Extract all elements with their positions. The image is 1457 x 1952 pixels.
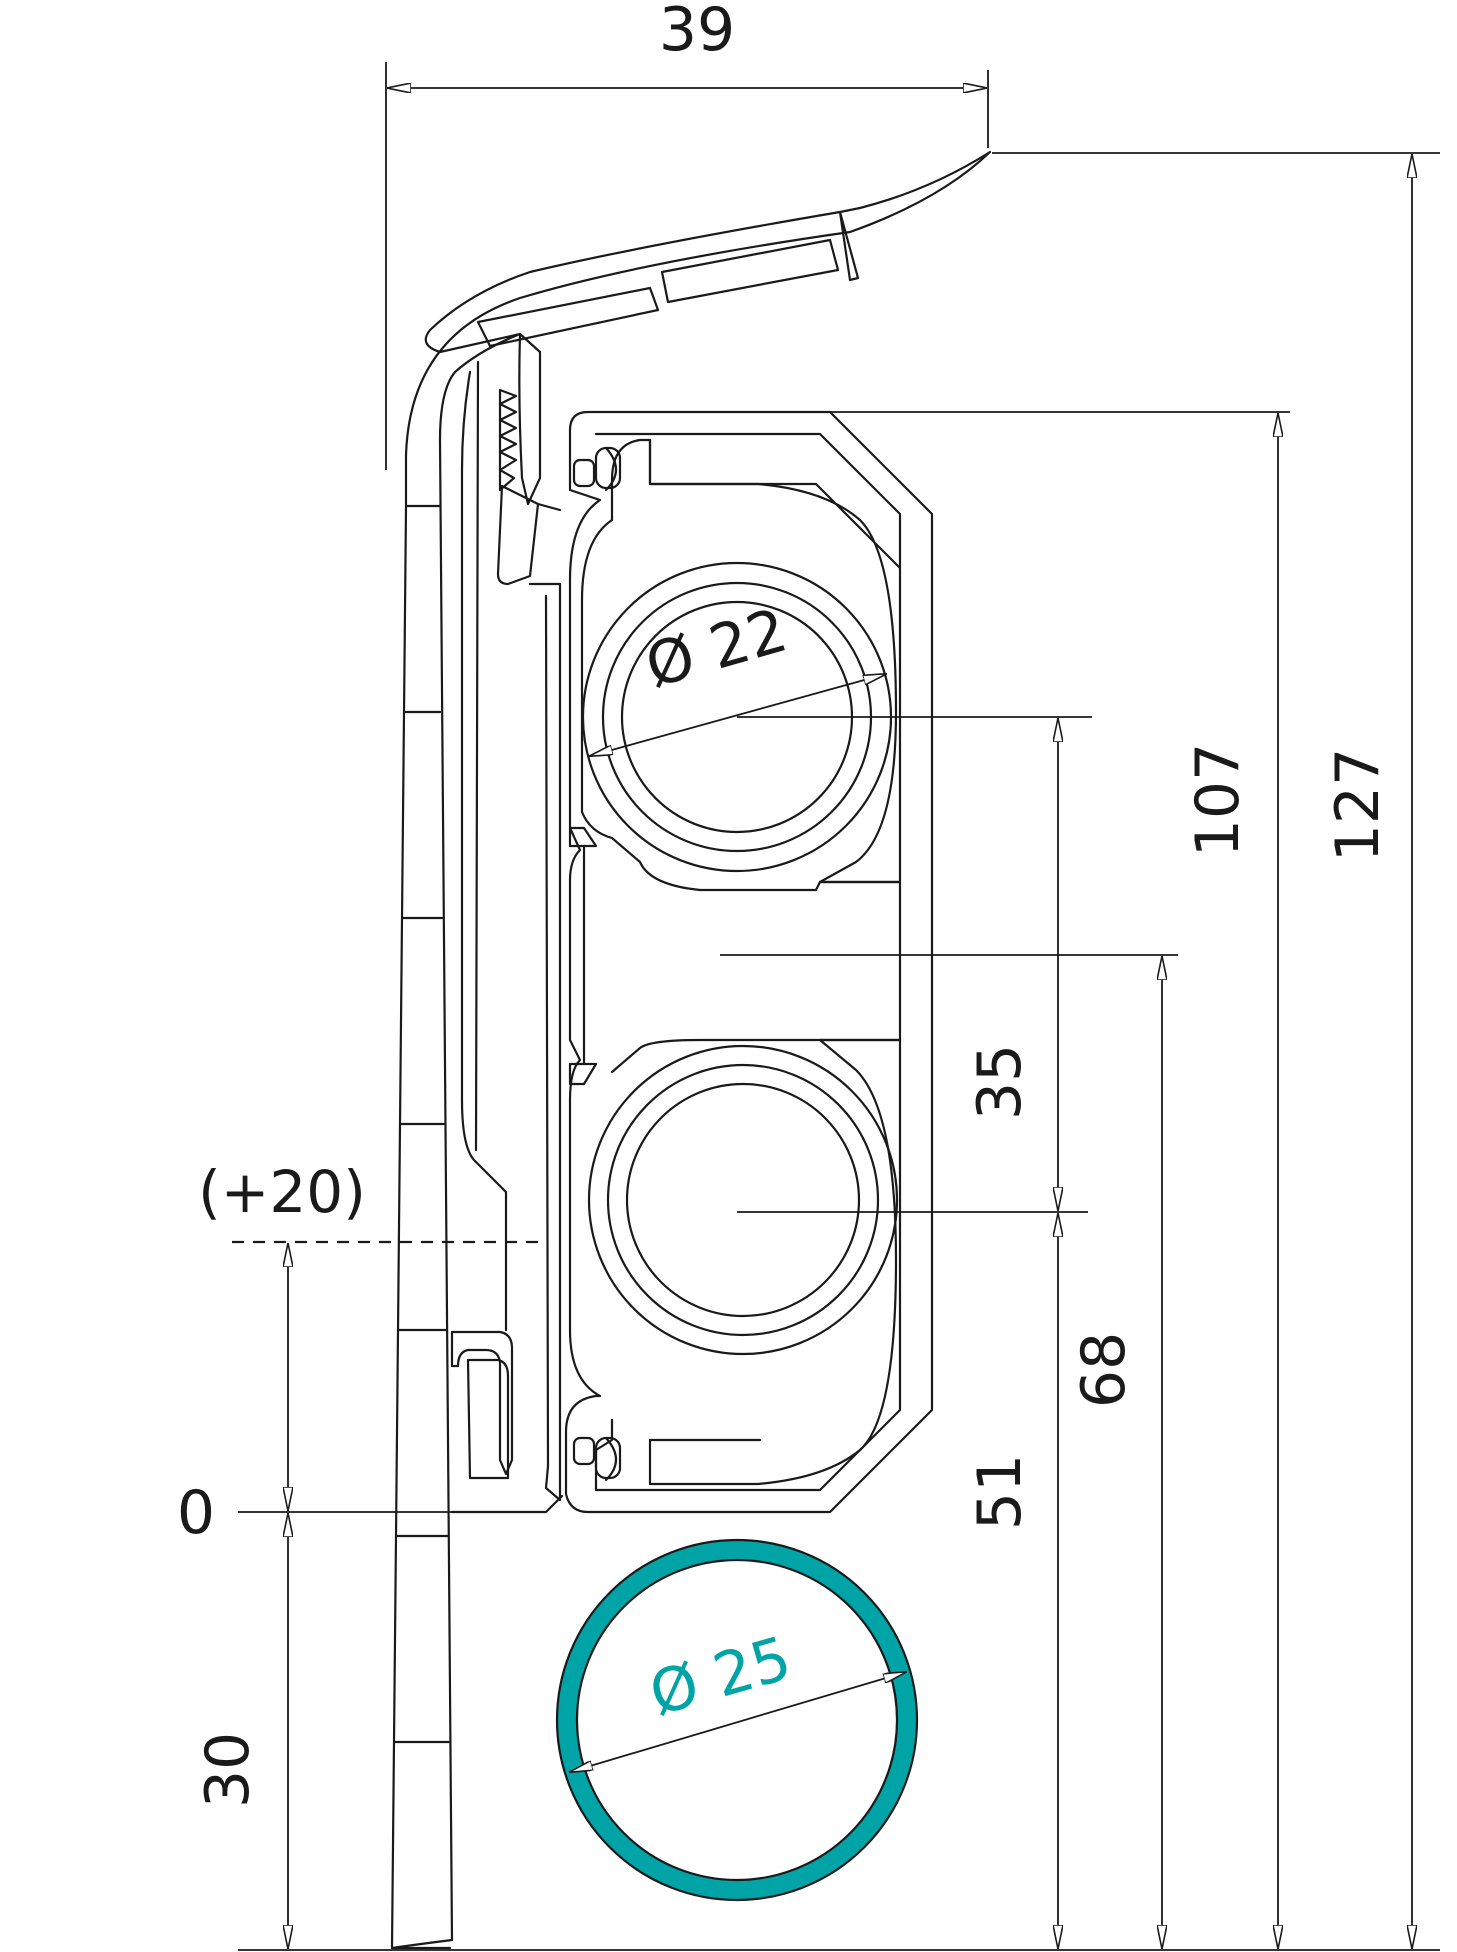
dim-35-label: 35 [965, 1044, 1035, 1120]
dim-68-label: 68 [1069, 1332, 1139, 1408]
dim-39-label: 39 [659, 0, 735, 65]
back-carrier-profile [450, 360, 564, 1514]
dimension-lines [232, 62, 1440, 1951]
lower-pipe [587, 1044, 899, 1356]
dim-127-label: 127 [1323, 748, 1393, 863]
dim-107-label: 107 [1183, 743, 1253, 858]
diameter-22-label: Ø 22 [638, 595, 794, 702]
top-clip-spring [572, 446, 622, 492]
bottom-clip-spring [572, 1436, 622, 1482]
front-wall-ribs [392, 504, 452, 1950]
dim-zero-label: 0 [177, 1478, 215, 1548]
dim-30-label: 30 [193, 1732, 263, 1808]
dim-plus20-label: (+20) [198, 1158, 366, 1226]
floor-pipe [555, 1538, 919, 1902]
pipe-channel-body [564, 410, 934, 1514]
dimension-labels: 39 127 107 35 68 51 (+20) 0 30 Ø 22 Ø 25 [177, 0, 1393, 1808]
dim-51-label: 51 [965, 1454, 1035, 1530]
skirting-cover-profile [390, 150, 992, 1950]
